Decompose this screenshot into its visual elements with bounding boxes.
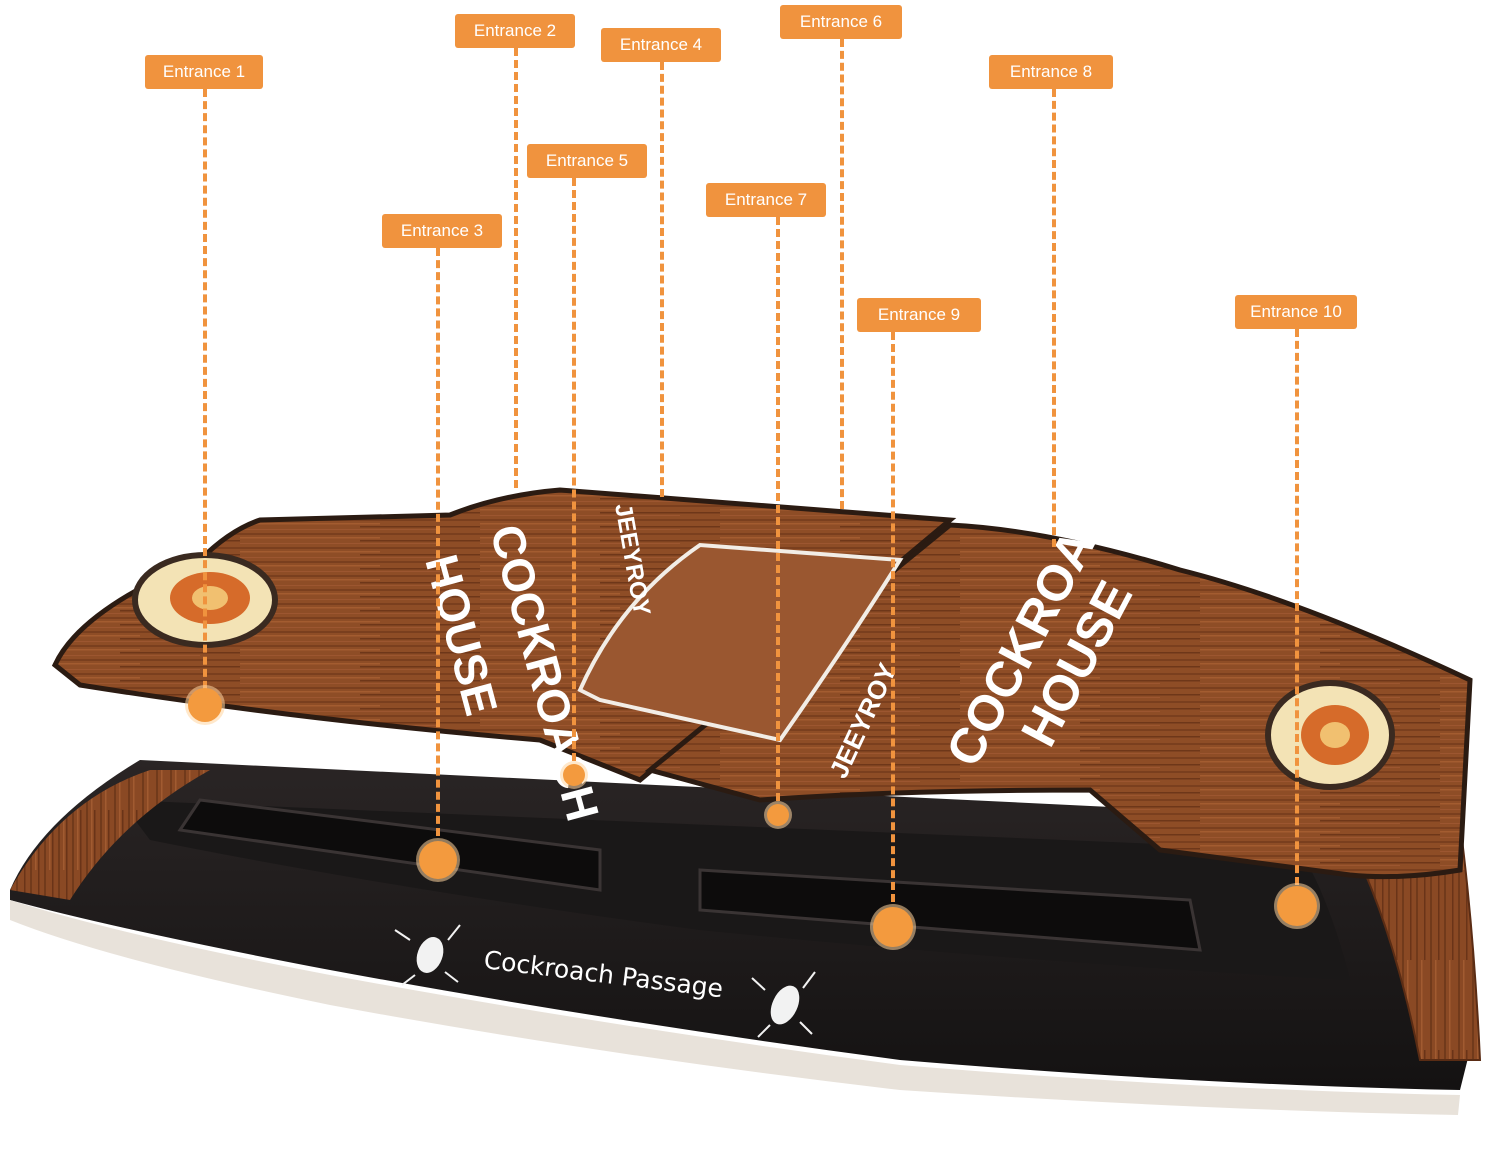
entrance-6-label: Entrance 6 [780, 5, 902, 39]
entrance-5-label: Entrance 5 [527, 144, 647, 178]
entrance-4-leader [660, 62, 664, 497]
cockroach-icon [394, 924, 461, 986]
entrance-7-marker [767, 804, 789, 826]
entrance-9-label: Entrance 9 [857, 298, 981, 332]
center-flap [577, 542, 904, 743]
entrance-10-leader [1295, 329, 1299, 885]
entrance-4-label: Entrance 4 [601, 28, 721, 62]
entrance-5-marker [563, 764, 585, 786]
entrance-3-marker [419, 841, 457, 879]
tray-opening-right [698, 868, 1202, 952]
entrance-1-label: Entrance 1 [145, 55, 263, 89]
left-side-panel [10, 770, 210, 900]
entrance-7-label: Entrance 7 [706, 183, 826, 217]
entrance-1-marker [188, 688, 222, 722]
entrance-5-leader [572, 178, 576, 761]
entrance-2-leader [514, 48, 518, 488]
entrance-8-leader [1052, 89, 1056, 547]
entrance-10-marker [1277, 886, 1317, 926]
entrance-8-label: Entrance 8 [989, 55, 1113, 89]
entrance-9-marker [873, 907, 913, 947]
entrance-2-label: Entrance 2 [455, 14, 575, 48]
entrance-1-leader [203, 89, 207, 701]
cockroach-icon [751, 971, 816, 1038]
entrance-7-leader [776, 217, 780, 801]
entrance-10-label: Entrance 10 [1235, 295, 1357, 329]
entrance-6-leader [840, 39, 844, 509]
entrance-9-leader [891, 332, 895, 902]
entrance-3-label: Entrance 3 [382, 214, 502, 248]
emblem-right [1265, 680, 1395, 790]
entrance-3-leader [436, 248, 440, 836]
tray-front [10, 900, 1460, 1115]
tray-opening-left [177, 798, 602, 892]
